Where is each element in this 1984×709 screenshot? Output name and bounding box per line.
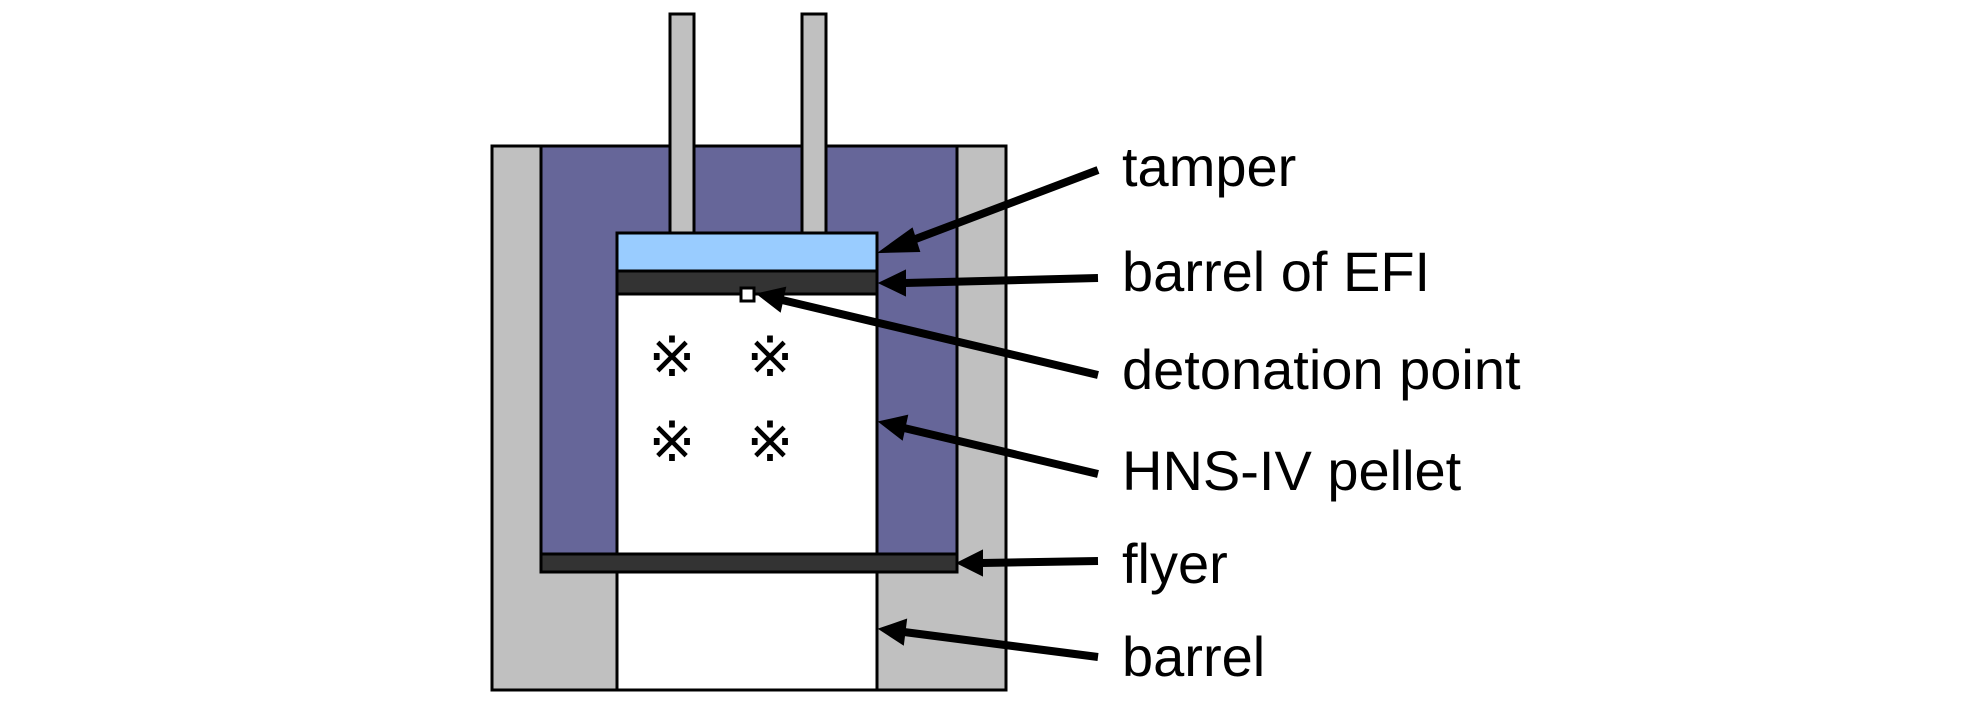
pellet-mark: ※ bbox=[649, 325, 696, 388]
detonation-point-leader-line bbox=[781, 296, 1099, 379]
pellet-mark: ※ bbox=[747, 325, 794, 388]
barrel-leader-line bbox=[903, 628, 1099, 661]
label-barrel: barrel bbox=[1122, 625, 1265, 688]
left-lead bbox=[668, 12, 696, 236]
barrel-arrowhead bbox=[877, 618, 908, 646]
detonation-point-arrowhead bbox=[755, 286, 787, 313]
barrel-of-efi-arrowhead bbox=[877, 269, 906, 297]
flyer-arrowhead bbox=[955, 549, 983, 577]
barrel-bore bbox=[615, 570, 879, 692]
label-flyer: flyer bbox=[1122, 532, 1228, 595]
barrel-of-efi-leader-line bbox=[904, 274, 1099, 287]
tamper-arrowhead bbox=[876, 227, 921, 254]
label-tamper: tamper bbox=[1122, 135, 1296, 198]
hns-pellet-arrowhead bbox=[877, 414, 909, 441]
leader-arrows bbox=[755, 166, 1100, 661]
hns-pellet-leader-line bbox=[903, 424, 1099, 478]
flyer-leader-line bbox=[981, 557, 1099, 567]
tamper bbox=[615, 231, 879, 273]
right-lead bbox=[800, 12, 828, 236]
label-detonation-point: detonation point bbox=[1122, 338, 1521, 401]
pellet-mark: ※ bbox=[649, 410, 696, 473]
detonation-point-marker bbox=[739, 286, 756, 303]
label-hns-pellet: HNS-IV pellet bbox=[1122, 439, 1462, 502]
flyer bbox=[539, 552, 959, 574]
tamper-leader-line bbox=[903, 166, 1100, 247]
label-barrel-of-efi: barrel of EFI bbox=[1122, 240, 1430, 303]
pellet-mark: ※ bbox=[747, 410, 794, 473]
